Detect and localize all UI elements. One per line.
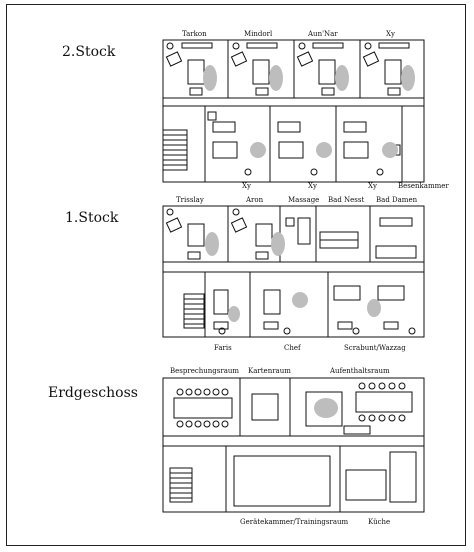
map-table: [251, 393, 279, 421]
floor-2-building: [162, 39, 425, 183]
room-label: Xy: [308, 182, 317, 190]
room-label: Kartenraum: [248, 367, 291, 375]
floor-1-building: [162, 205, 425, 338]
rugs: [203, 65, 415, 418]
training-room-furniture: [233, 455, 331, 507]
room-label: Bad Damen: [376, 196, 418, 204]
floor-2-title: 2.Stock: [62, 44, 116, 60]
lounge-furniture: [305, 382, 413, 435]
floor-1-bottom-rooms-furniture: [213, 285, 416, 335]
meeting-table: [173, 388, 233, 428]
room-label: Scrabunt/Wazzag: [344, 344, 406, 352]
room-label: Aufenthaltsraum: [330, 367, 390, 375]
room-label: Bad Nesst: [328, 196, 365, 204]
room-label: Faris: [214, 344, 232, 352]
room-label: Aron: [246, 196, 264, 204]
room-label: Besprechungsraum: [170, 367, 240, 375]
ground-floor-title: Erdgeschoss: [48, 385, 138, 401]
room-label: Besenkammer: [398, 182, 449, 190]
ground-floor-stairs: [169, 467, 193, 503]
floor-2-stairs: [162, 129, 188, 171]
floor-2-top-rooms-furniture: [165, 42, 410, 96]
room-label: Xy: [386, 30, 395, 38]
room-label: Küche: [368, 518, 391, 526]
floor-1-title: 1.Stock: [65, 210, 119, 226]
floor-1-top-rooms-furniture: [165, 208, 417, 260]
room-label: Xy: [368, 182, 377, 190]
room-label: Massage: [288, 196, 320, 204]
room-label: Gerätekammer/Trainingsraum: [240, 518, 349, 526]
room-label: Trisslay: [176, 196, 204, 204]
floor-2-bottom-rooms-furniture: [207, 111, 401, 176]
floor-1-stairs: [183, 293, 205, 329]
room-label: Aun'Nar: [308, 30, 338, 38]
room-label: Tarkon: [182, 30, 207, 38]
ground-floor-building: [162, 377, 425, 513]
room-label: Mindorl: [244, 30, 273, 38]
room-label: Xy: [242, 182, 251, 190]
kitchen-furniture: [345, 451, 417, 503]
room-label: Chef: [284, 344, 301, 352]
